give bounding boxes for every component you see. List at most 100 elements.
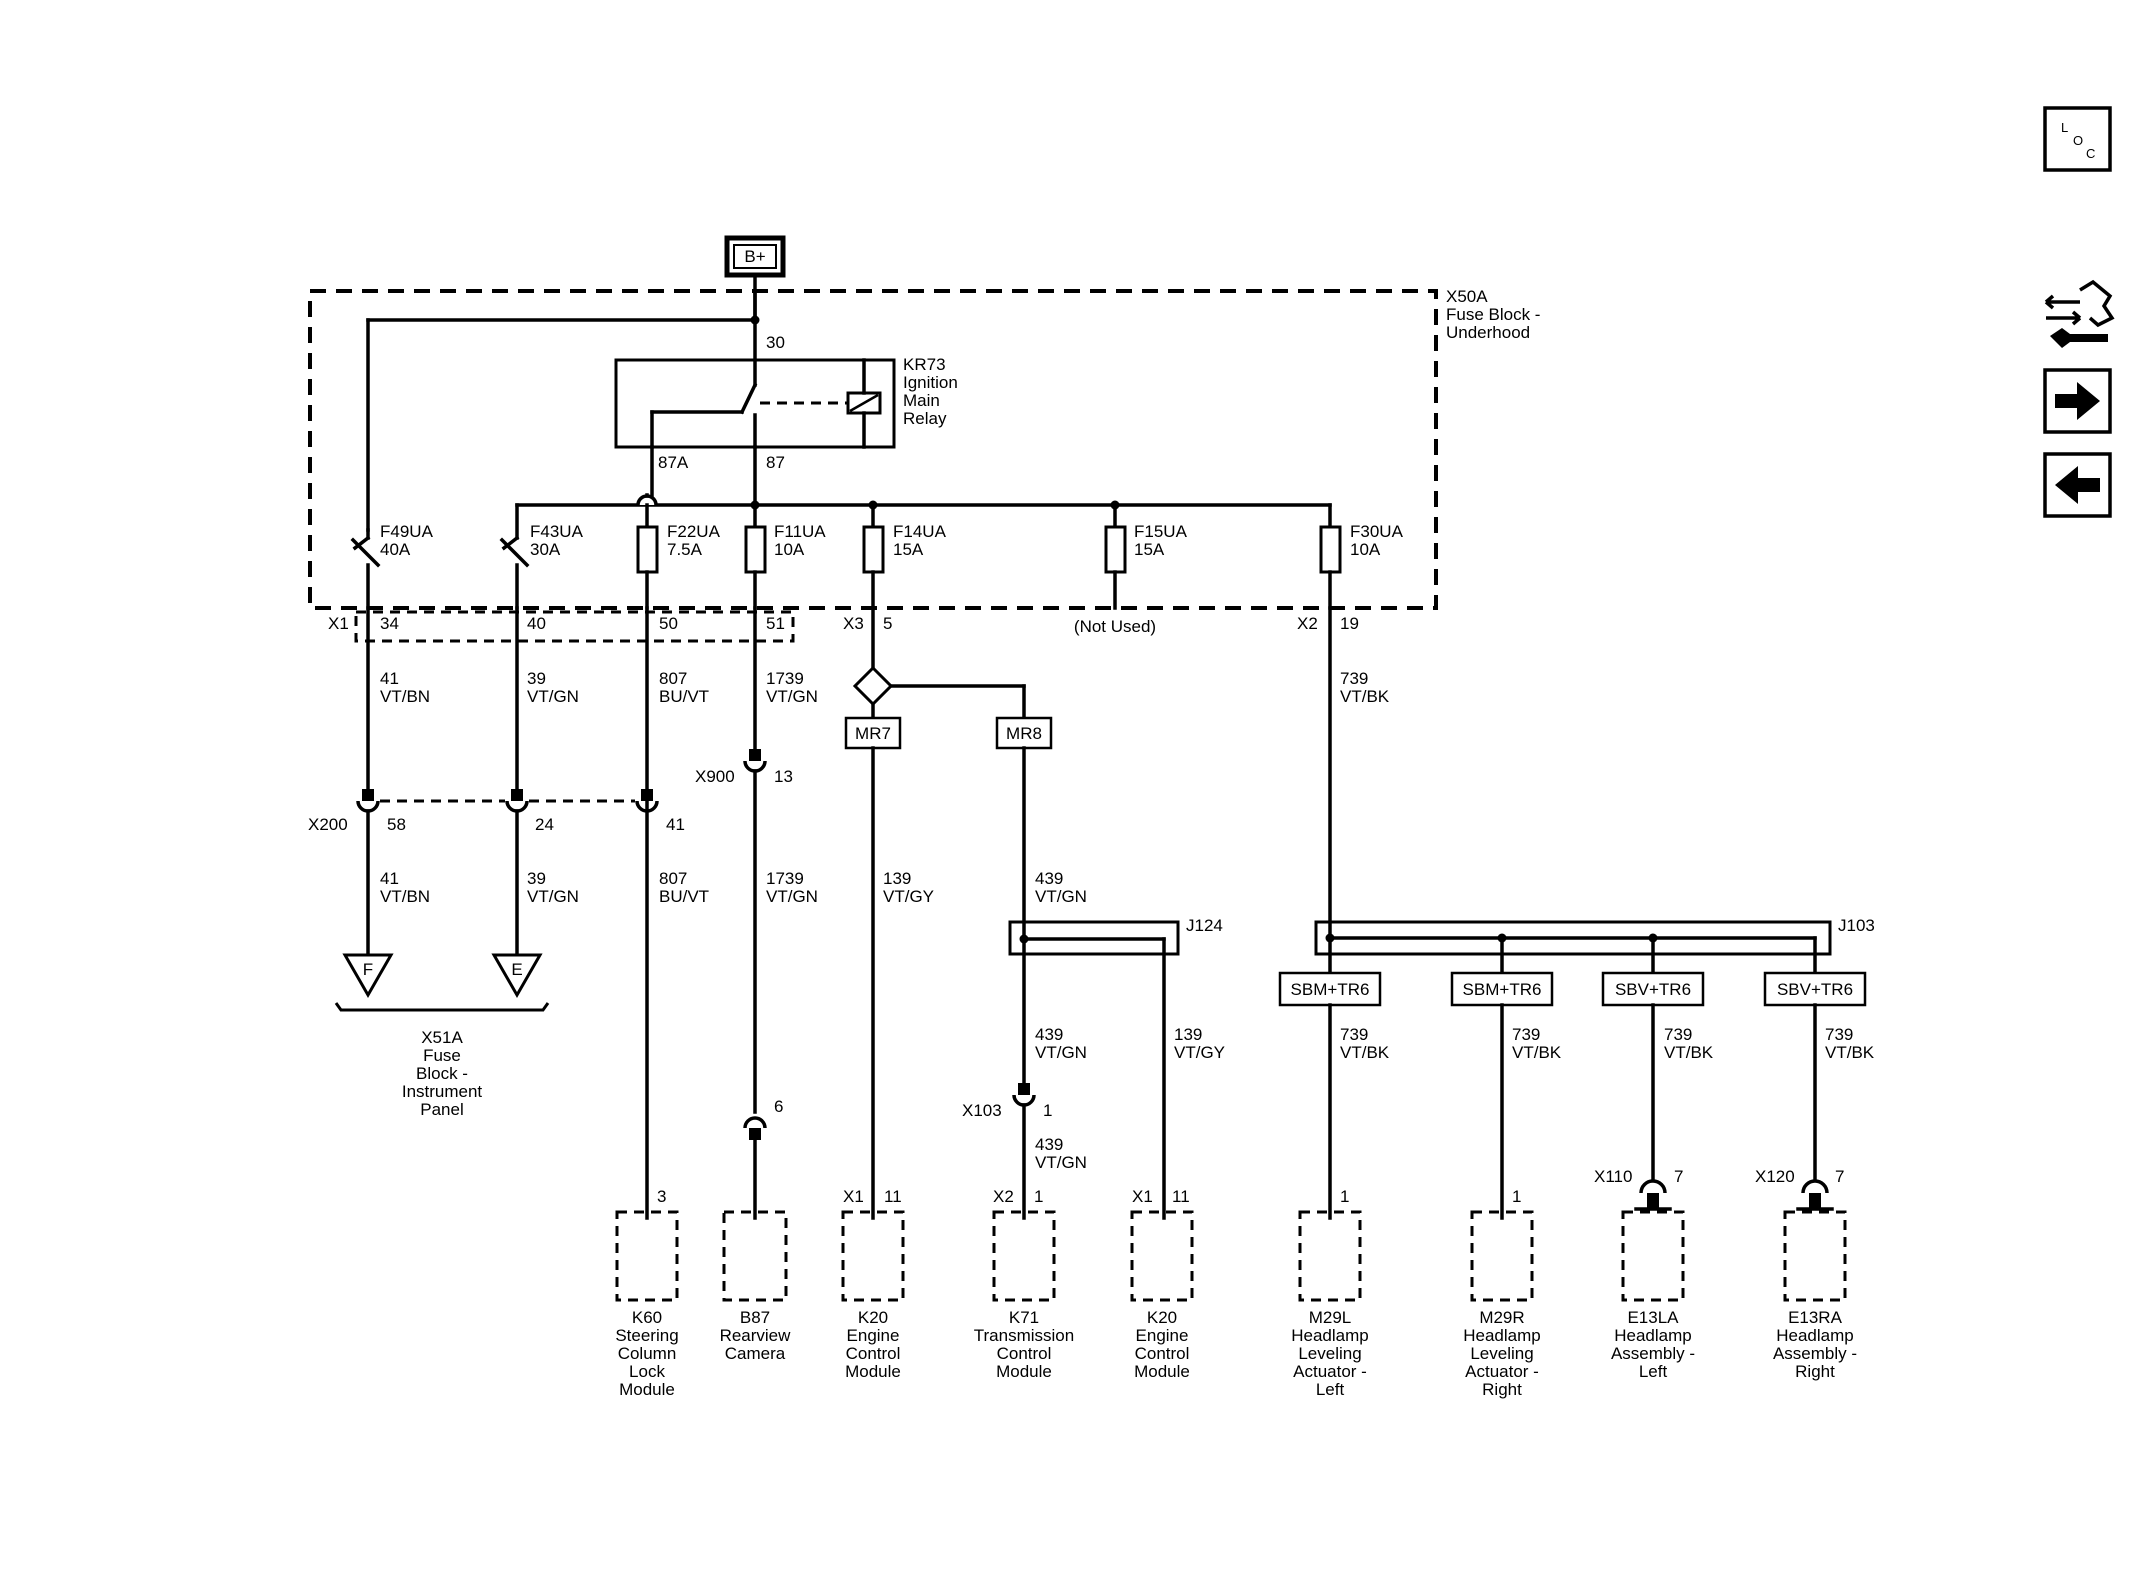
connector-x200-label: X200: [308, 815, 348, 834]
svg-text:Transmission: Transmission: [974, 1326, 1074, 1345]
svg-text:MR7: MR7: [855, 724, 891, 743]
svg-text:Module: Module: [845, 1362, 901, 1381]
svg-text:Headlamp: Headlamp: [1776, 1326, 1854, 1345]
svg-text:Module: Module: [996, 1362, 1052, 1381]
connector-x120: [1796, 1179, 1834, 1211]
wire-739-color-d: VT/BK: [1664, 1043, 1714, 1062]
connector-x1-label: X1: [328, 614, 349, 633]
wire-739-color-c: VT/BK: [1512, 1043, 1562, 1062]
back-arrow-icon[interactable]: [2043, 452, 2112, 518]
connector-x200: [356, 789, 659, 813]
splice-j124-label: J124: [1186, 916, 1223, 935]
ip-fuse-block-line2: Fuse: [423, 1046, 461, 1065]
pin-1-x103: 1: [1043, 1101, 1052, 1120]
svg-text:1: 1: [1340, 1187, 1349, 1206]
svg-text:SBM+TR6: SBM+TR6: [1463, 980, 1542, 999]
svg-text:B87: B87: [740, 1308, 770, 1327]
battery-positive-terminal: B+: [724, 235, 786, 278]
svg-text:X1: X1: [1132, 1187, 1153, 1206]
wire-39-color-a: VT/GN: [527, 687, 579, 706]
svg-text:Assembly -: Assembly -: [1773, 1344, 1857, 1363]
svg-text:X2: X2: [993, 1187, 1014, 1206]
svg-text:Assembly -: Assembly -: [1611, 1344, 1695, 1363]
svg-text:MR8: MR8: [1006, 724, 1042, 743]
wire-739-color-a: VT/BK: [1340, 687, 1390, 706]
svg-text:11: 11: [1172, 1187, 1190, 1206]
connector-x2-label: X2: [1297, 614, 1318, 633]
fuse-f22ua-rating: 7.5A: [667, 540, 703, 559]
svg-text:Lock: Lock: [629, 1362, 665, 1381]
splice-tag-3: [1601, 971, 1705, 1007]
wire-739-circuit-c: 739: [1512, 1025, 1540, 1044]
connector-x103: [1012, 1083, 1036, 1107]
splice-j124: [1008, 920, 1180, 956]
relay-pin-87: 87: [766, 453, 785, 472]
wire-439-circuit-a: 439: [1035, 869, 1063, 888]
forward-arrow-icon[interactable]: [2043, 368, 2112, 434]
wire-41-circuit-a: 41: [380, 669, 399, 688]
pin-58: 58: [387, 815, 406, 834]
component-k20-a: [841, 1210, 905, 1302]
svg-text:Left: Left: [1639, 1362, 1668, 1381]
wire-807-circuit-a: 807: [659, 669, 687, 688]
connector-x103-label: X103: [962, 1101, 1002, 1120]
wire-739-color-b: VT/BK: [1340, 1043, 1390, 1062]
fuse-f49ua-rating: 40A: [380, 540, 411, 559]
ip-fuse-block-line3: Block -: [416, 1064, 468, 1083]
wire-439-color-c: VT/GN: [1035, 1153, 1087, 1172]
svg-text:1: 1: [1034, 1187, 1043, 1206]
svg-text:Control: Control: [1135, 1344, 1190, 1363]
svg-text:SBM+TR6: SBM+TR6: [1291, 980, 1370, 999]
wire-39-color-b: VT/GN: [527, 887, 579, 906]
svg-text:E: E: [511, 960, 522, 979]
ip-fuse-block-line5: Panel: [420, 1100, 463, 1119]
connector-x120-label: X120: [1755, 1167, 1795, 1186]
power-source-label: B+: [744, 247, 765, 266]
connector-x900-label: X900: [695, 767, 735, 786]
fuse-f14ua-rating: 15A: [893, 540, 924, 559]
svg-text:L: L: [2061, 120, 2068, 135]
connector-x110-label: X110: [1594, 1167, 1632, 1186]
fuse-f30ua-name: F30UA: [1350, 522, 1404, 541]
component-e13ra: [1783, 1210, 1847, 1302]
svg-text:Left: Left: [1316, 1380, 1345, 1399]
wire-807-color-b: BU/VT: [659, 887, 709, 906]
component-m29r: [1470, 1210, 1534, 1302]
wire-1739-circuit-b: 1739: [766, 869, 804, 888]
svg-text:Engine: Engine: [1136, 1326, 1189, 1345]
fuse-f15ua-rating: 15A: [1134, 540, 1165, 559]
fuse-f49ua: [350, 528, 381, 610]
pin-34: 34: [380, 614, 399, 633]
svg-text:Rearview: Rearview: [720, 1326, 792, 1345]
splice-tag-4: [1763, 971, 1867, 1007]
svg-text:1: 1: [1512, 1187, 1521, 1206]
wire-41-color-b: VT/BN: [380, 887, 430, 906]
fuse-f43ua: [499, 535, 530, 610]
svg-text:Headlamp: Headlamp: [1463, 1326, 1541, 1345]
fuse-f11ua-name: F11UA: [774, 522, 826, 541]
component-k60: [615, 1210, 679, 1302]
svg-text:M29L: M29L: [1309, 1308, 1352, 1327]
wire-1739-color-a: VT/GN: [766, 687, 818, 706]
svg-text:Actuator -: Actuator -: [1465, 1362, 1539, 1381]
component-b87: [722, 1210, 788, 1302]
fuse-f14ua-name: F14UA: [893, 522, 947, 541]
wire-739-circuit-b: 739: [1340, 1025, 1368, 1044]
svg-text:SBV+TR6: SBV+TR6: [1615, 980, 1691, 999]
wire-39-circuit-a: 39: [527, 669, 546, 688]
loc-icon[interactable]: L O C: [2043, 106, 2112, 172]
svg-text:M29R: M29R: [1479, 1308, 1524, 1327]
connector-x900: [743, 749, 767, 773]
pin-7-x110: 7: [1674, 1167, 1683, 1186]
relay-id: KR73: [903, 355, 946, 374]
svg-text:F: F: [363, 960, 373, 979]
splice-j103-label: J103: [1838, 916, 1875, 935]
wire-439-color-b: VT/GN: [1035, 1043, 1087, 1062]
component-e13la: [1621, 1210, 1685, 1302]
diagnostic-connector-icon[interactable]: [2044, 279, 2115, 348]
svg-text:11: 11: [884, 1187, 902, 1206]
wire-1739-color-b: VT/GN: [766, 887, 818, 906]
wire-41-color-a: VT/BN: [380, 687, 430, 706]
wire-41-circuit-b: 41: [380, 869, 399, 888]
svg-text:X1: X1: [843, 1187, 864, 1206]
